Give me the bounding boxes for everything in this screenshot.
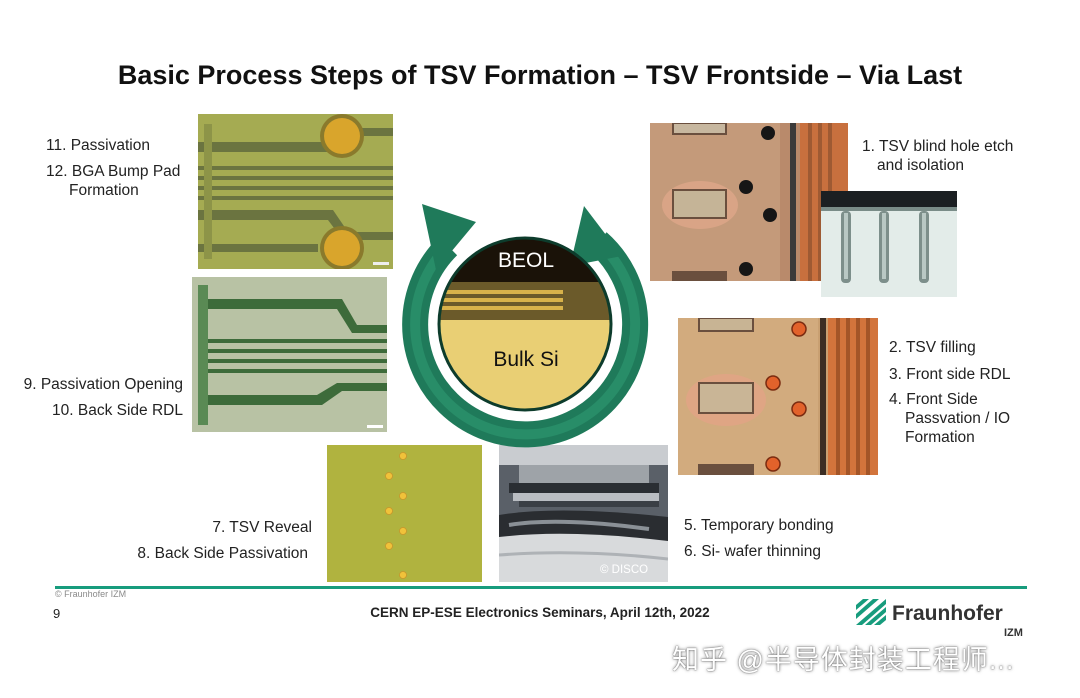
photo-backside-rdl (192, 277, 387, 432)
footer-divider (55, 586, 1027, 589)
step-10-label: 10. Back Side RDL (52, 402, 183, 419)
step-2-label: 2. TSV filling (889, 339, 976, 356)
slide-title: Basic Process Steps of TSV Formation – T… (117, 60, 963, 90)
cycle-label-bulk-si: Bulk Si (493, 348, 559, 371)
step-8-label: 8. Back Side Passivation (137, 545, 308, 562)
step-6-label: 6. Si- wafer thinning (684, 543, 821, 560)
step-4-label-cont2: Formation (905, 429, 975, 446)
photo-blind-hole-etch (650, 123, 848, 281)
photo-credit: © DISCO (600, 564, 649, 576)
footer-event: CERN EP-ESE Electronics Seminars, April … (370, 605, 710, 620)
process-cycle-diagram: BEOL Bulk Si (388, 198, 668, 448)
step-12-label-cont: Formation (69, 182, 139, 199)
footer-copyright: © Fraunhofer IZM (55, 589, 127, 599)
step-9-label: 9. Passivation Opening (23, 376, 183, 393)
step-4-label: 4. Front Side (889, 391, 978, 408)
photo-wafer-thinning: © DISCO (499, 445, 668, 582)
fraunhofer-logo-icon (856, 599, 886, 625)
step-1-label-cont: and isolation (877, 157, 965, 174)
fraunhofer-brand: Fraunhofer (892, 602, 1003, 625)
step-11-label: 11. Passivation (46, 137, 150, 154)
photo-blind-hole-sem (821, 191, 957, 297)
step-4-label-cont1: Passvation / IO (905, 410, 1011, 427)
fraunhofer-izm: IZM (1004, 627, 1023, 639)
step-12-label: 12. BGA Bump Pad (46, 163, 181, 180)
photo-tsv-filling (678, 318, 878, 475)
photo-tsv-reveal (327, 445, 482, 582)
zhihu-watermark: 知乎 @半导体封装工程师... (672, 645, 1015, 675)
photo-bga-bump-pads (198, 114, 393, 269)
page-number: 9 (53, 606, 61, 621)
step-1-label: 1. TSV blind hole etch (862, 138, 1014, 155)
step-3-label: 3. Front side RDL (889, 366, 1011, 383)
cycle-arrow-graphic (402, 204, 649, 448)
step-5-label: 5. Temporary bonding (684, 517, 834, 534)
cycle-label-beol: BEOL (497, 249, 555, 272)
step-7-label: 7. TSV Reveal (212, 519, 312, 536)
